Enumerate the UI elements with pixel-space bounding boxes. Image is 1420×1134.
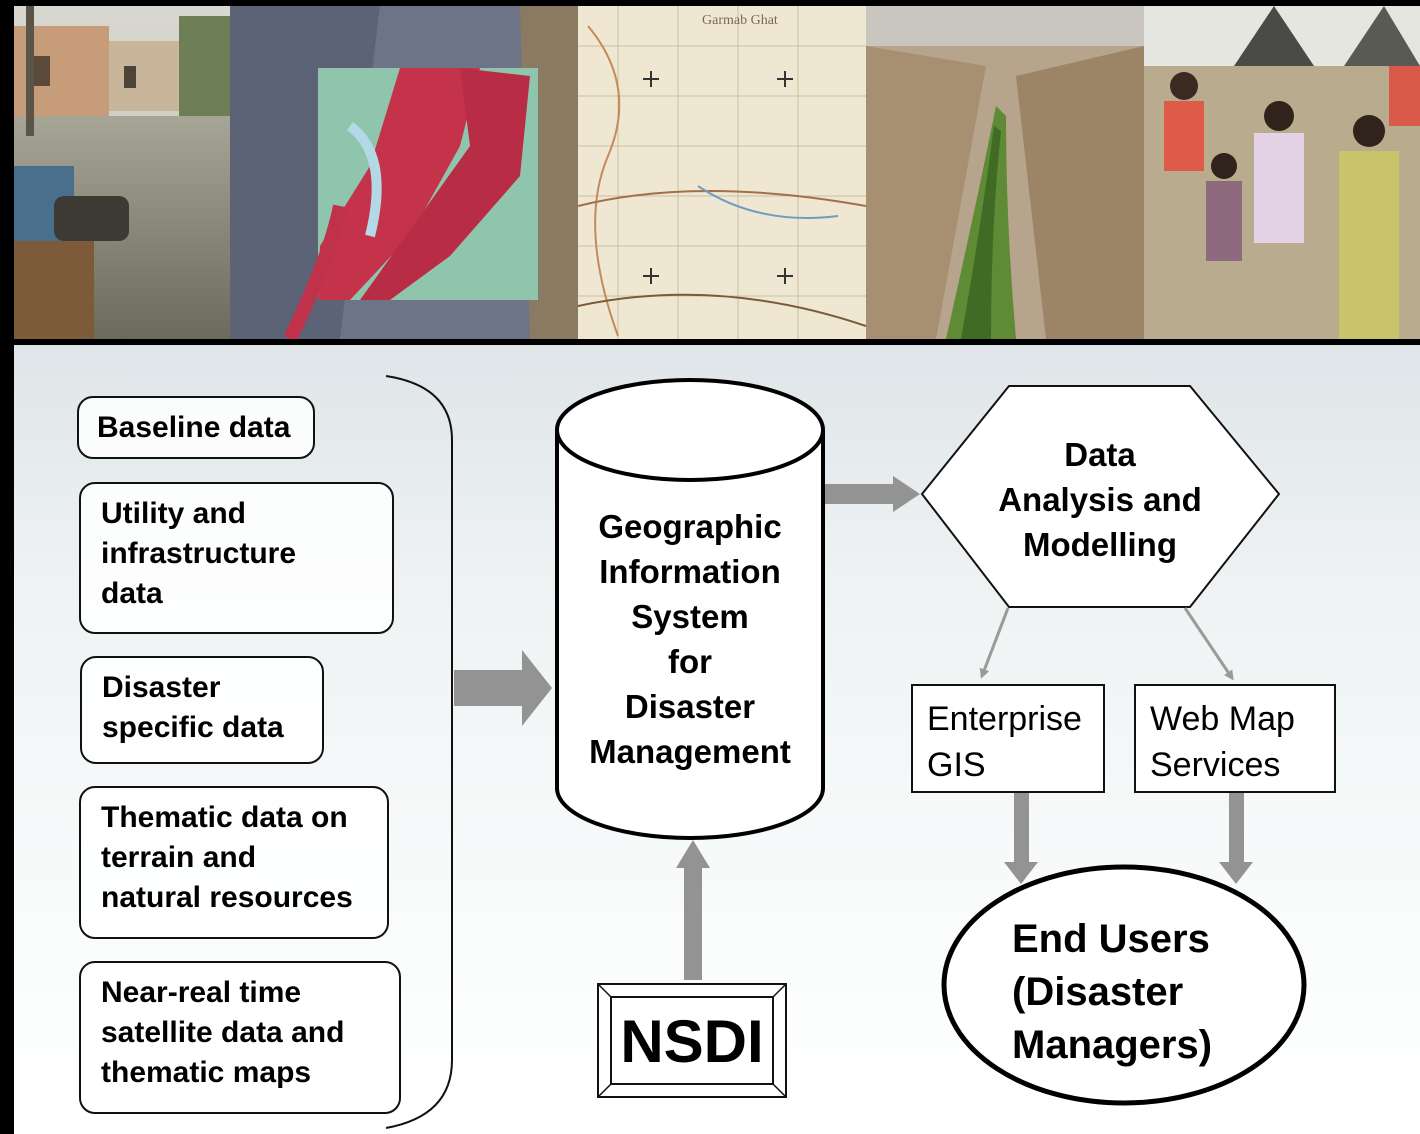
arrow-analysis-to-enterprise — [979, 607, 1010, 679]
gis-cylinder — [555, 378, 825, 840]
sources-bracket — [385, 375, 453, 1129]
nsdi-label: NSDI — [620, 1008, 764, 1075]
map-label: Garmab Ghat — [702, 13, 778, 28]
arrow-analysis-to-webmap — [1183, 607, 1234, 681]
near-real-time-data-box: Near-real time satellite data and themat… — [79, 961, 401, 1114]
analysis-label: Data Analysis and Modelling — [998, 436, 1202, 563]
analysis-hexagon — [920, 385, 1281, 608]
enterprise-gis-box: Enterprise GIS — [911, 684, 1105, 793]
satellite-image-photo — [230, 6, 578, 339]
flooded-street-photo — [14, 6, 230, 339]
arrow-gis-to-analysis — [824, 476, 920, 512]
nsdi-frame — [597, 983, 787, 1098]
arrow-sources-to-gis — [454, 650, 552, 726]
thematic-data-box: Thematic data on terrain and natural res… — [79, 786, 389, 939]
web-map-services-box: Web Map Services — [1134, 684, 1336, 793]
mountain-valley-photo — [866, 6, 1144, 339]
utility-infrastructure-data-box: Utility and infrastructure data — [79, 482, 394, 634]
arrow-webmap-to-users — [1219, 792, 1253, 884]
refugee-children-photo — [1144, 6, 1420, 339]
end-users-label: End Users (Disaster Managers) — [1012, 917, 1213, 1067]
photo-strip: Garmab Ghat — [14, 6, 1420, 339]
arrow-enterprise-to-users — [1004, 792, 1038, 884]
disaster-specific-data-box: Disaster specific data — [80, 656, 324, 764]
topographic-map-photo: Garmab Ghat — [578, 6, 866, 339]
arrow-nsdi-to-gis — [676, 840, 710, 980]
section-divider — [14, 339, 1420, 345]
baseline-data-box: Baseline data — [77, 396, 315, 459]
gis-label: Geographic Information System for Disast… — [589, 508, 791, 770]
end-users-ellipse — [941, 864, 1307, 1106]
